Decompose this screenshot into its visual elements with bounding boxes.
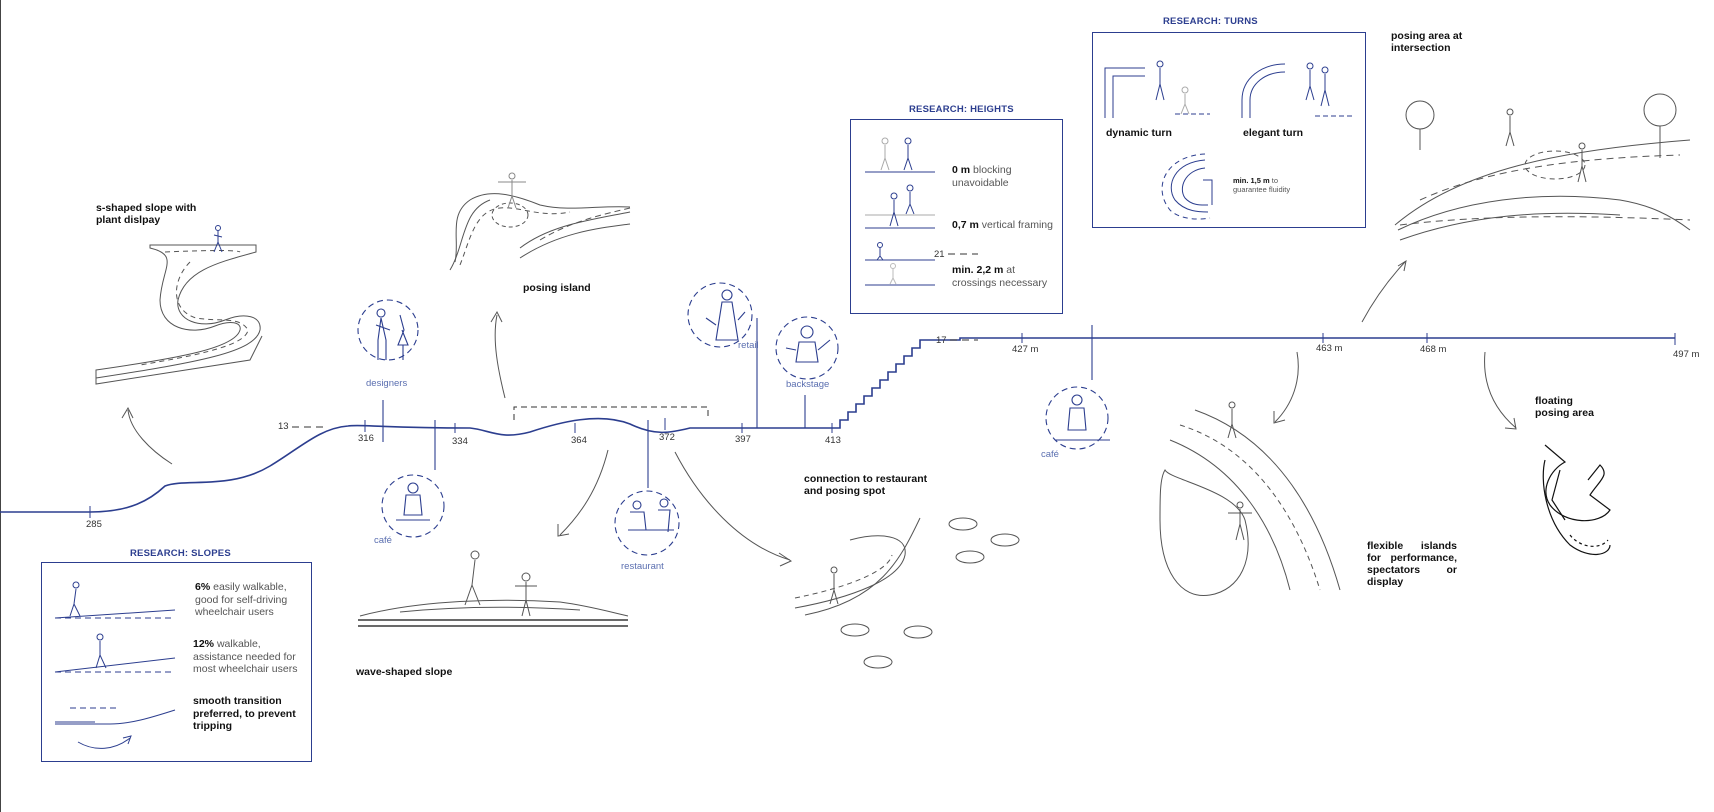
spot-cafe-1: café xyxy=(374,535,392,546)
posing-island-sketch xyxy=(449,193,631,271)
label-posing-intersection: posing area at intersection xyxy=(1391,30,1463,54)
research-turns-box xyxy=(1092,32,1366,228)
heights-row2-value: 0,7 m xyxy=(952,219,979,231)
heights-row2: 0,7 m vertical framing xyxy=(952,219,1060,232)
slopes-row3-text: smooth transition preferred, to prevent … xyxy=(193,695,296,732)
spot-backstage: backstage xyxy=(786,379,830,390)
marker-364: 364 xyxy=(571,435,587,446)
research-heights-title: RESEARCH: HEIGHTS xyxy=(909,104,1014,115)
spot-restaurant: restaurant xyxy=(621,561,664,572)
spot-cafe-2: café xyxy=(1041,449,1059,460)
height-dashes xyxy=(292,253,978,428)
marker-334: 334 xyxy=(452,436,468,447)
slopes-row2-value: 12% xyxy=(193,638,215,650)
s-slope-sketch xyxy=(95,244,263,385)
heights-row2-text: vertical framing xyxy=(981,219,1053,231)
heights-row3-value: min. 2,2 m xyxy=(952,264,1004,276)
research-turns-title: RESEARCH: TURNS xyxy=(1163,16,1258,27)
spot-connectors xyxy=(382,318,1093,488)
marker-468: 468 m xyxy=(1420,344,1447,355)
heights-row3-text: at crossings necessary xyxy=(952,264,1048,289)
label-posing-island: posing island xyxy=(523,282,591,294)
label-wave-slope: wave-shaped slope xyxy=(356,666,453,678)
height-17: 17 xyxy=(936,335,947,346)
label-floating: floating posing area xyxy=(1535,395,1594,419)
marker-427: 427 m xyxy=(1012,344,1039,355)
slopes-row2: 12% walkable, assistance needed for most… xyxy=(193,638,305,676)
marker-316: 316 xyxy=(358,433,374,444)
research-slopes-box xyxy=(41,562,312,762)
wave-slope-sketch xyxy=(358,550,629,627)
marker-285: 285 xyxy=(86,519,102,530)
heights-icons xyxy=(865,137,935,286)
turns-icons xyxy=(1104,60,1352,220)
research-heights-box xyxy=(850,119,1063,314)
slopes-row1-text: easily walkable, good for self-driving w… xyxy=(195,581,288,618)
turns-elegant-label: elegant turn xyxy=(1243,127,1304,139)
label-flexible: flexible islands for performance, specta… xyxy=(1367,540,1457,588)
heights-row1: 0 m blocking unavoidable xyxy=(952,164,1060,189)
turns-min-value: min. 1,5 m xyxy=(1233,176,1270,185)
marker-463: 463 m xyxy=(1316,343,1343,354)
slopes-row1: 6% easily walkable, good for self-drivin… xyxy=(195,581,305,619)
floating-posing-sketch xyxy=(1542,444,1611,555)
spot-figures xyxy=(375,289,1110,533)
research-slopes-title: RESEARCH: SLOPES xyxy=(130,548,231,559)
turns-min-note: min. 1,5 m to guarantee fluidity xyxy=(1233,176,1313,194)
height-13: 13 xyxy=(278,421,289,432)
intersection-sketch xyxy=(1394,93,1691,241)
spot-circles xyxy=(357,282,1109,556)
label-connection: connection to restaurant and posing spot xyxy=(804,473,928,497)
marker-372: 372 xyxy=(659,432,675,443)
label-s-slope: s-shaped slope with plant dislpay xyxy=(96,202,197,226)
flexible-islands-sketch xyxy=(1159,401,1341,597)
turns-dynamic-label: dynamic turn xyxy=(1106,127,1172,139)
spot-designers: designers xyxy=(366,378,408,389)
slopes-row2-text: walkable, assistance needed for most whe… xyxy=(193,638,298,675)
heights-row3: min. 2,2 m at crossings necessary xyxy=(952,264,1060,289)
slopes-row1-value: 6% xyxy=(195,581,211,593)
slopes-icons xyxy=(54,581,176,749)
slopes-row3: smooth transition preferred, to prevent … xyxy=(193,695,305,733)
spot-retail: retail xyxy=(738,340,759,351)
restaurant-connection-sketch xyxy=(794,517,1020,669)
person-figure xyxy=(498,172,526,209)
heights-row1-value: 0 m xyxy=(952,164,971,176)
person-figure xyxy=(213,225,223,253)
wave-bracket xyxy=(513,406,709,420)
height-21: 21 xyxy=(934,249,945,260)
pointer-arrows xyxy=(121,259,1517,567)
marker-397: 397 xyxy=(735,434,751,445)
route-profile-line xyxy=(0,337,1675,513)
distance-ticks xyxy=(89,333,1676,518)
marker-497: 497 m xyxy=(1673,349,1700,360)
marker-413: 413 xyxy=(825,435,841,446)
heights-row1-text: blocking unavoidable xyxy=(952,164,1012,189)
turns-min-text: to guarantee fluidity xyxy=(1233,176,1291,194)
